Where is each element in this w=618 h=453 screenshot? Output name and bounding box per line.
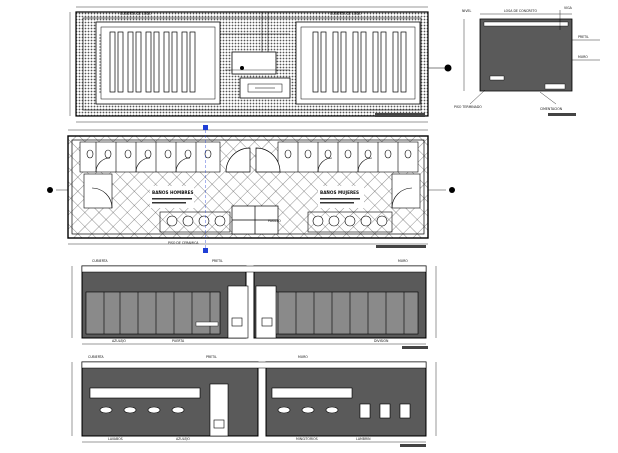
toilet-stalls-right [277, 141, 419, 173]
svg-text:PUERTA: PUERTA [172, 339, 185, 343]
svg-text:DIVISION: DIVISION [374, 339, 389, 343]
svg-text:MURO: MURO [578, 55, 588, 59]
svg-text:CUBIERTA DE LOSA: CUBIERTA DE LOSA [330, 12, 361, 16]
svg-text:AZULEJO: AZULEJO [176, 437, 190, 441]
svg-text:NIVEL: NIVEL [462, 9, 472, 13]
svg-text:CIMENTACION: CIMENTACION [540, 107, 563, 111]
svg-text:PASILLO: PASILLO [268, 219, 281, 223]
roof-plan-view: CUBIERTA DE LOSA CUBIERTA DE LOSA [69, 6, 452, 123]
svg-text:PISO DE CERAMICA: PISO DE CERAMICA [168, 241, 199, 245]
roof-right-block [295, 21, 421, 105]
room-label-women: BAÑOS MUJERES [318, 186, 364, 208]
axis-marker-left [47, 187, 53, 193]
toilet-stalls-left [79, 141, 221, 173]
section-cut-marker-bottom [203, 248, 208, 253]
svg-text:CUBIERTA: CUBIERTA [92, 259, 108, 263]
svg-text:MURO: MURO [398, 259, 408, 263]
svg-text:VIGA: VIGA [564, 6, 573, 10]
svg-text:BAÑOS HOMBRES: BAÑOS HOMBRES [152, 190, 194, 195]
svg-text:BAÑOS MUJERES: BAÑOS MUJERES [320, 190, 359, 195]
section-detail-view: NIVEL LOSA DE CONCRETO VIGA PRETIL MURO … [454, 6, 600, 116]
svg-text:LOSA DE CONCRETO: LOSA DE CONCRETO [504, 9, 537, 13]
svg-text:PRETIL: PRETIL [212, 259, 223, 263]
svg-text:LAMBRIN: LAMBRIN [356, 437, 371, 441]
lavatories [159, 211, 393, 233]
svg-text:CUBIERTA DE LOSA: CUBIERTA DE LOSA [120, 12, 151, 16]
svg-text:LAVABOS: LAVABOS [108, 437, 123, 441]
svg-text:MURO: MURO [298, 355, 308, 359]
elevation-b-view: CUBIERTA PRETIL MURO LAVABOS AZULEJO MIN… [71, 355, 437, 447]
svg-text:AZULEJO: AZULEJO [112, 339, 126, 343]
elevation-a-view: CUBIERTA PRETIL MURO AZULEJO PUERTA DIVI… [71, 259, 437, 349]
floor-plan-view: BAÑOS HOMBRES BAÑOS MUJERES PASILLO PISO… [47, 125, 455, 253]
svg-text:PISO TERMINADO: PISO TERMINADO [454, 105, 482, 109]
svg-text:PRETIL: PRETIL [578, 35, 589, 39]
section-cut-marker-top [203, 125, 208, 130]
axis-marker-right [449, 187, 455, 193]
svg-text:CUBIERTA: CUBIERTA [88, 355, 104, 359]
roof-left-block [95, 21, 221, 105]
room-label-men: BAÑOS HOMBRES [150, 186, 194, 208]
svg-text:PRETIL: PRETIL [206, 355, 217, 359]
svg-text:MINGITORIOS: MINGITORIOS [296, 437, 318, 441]
